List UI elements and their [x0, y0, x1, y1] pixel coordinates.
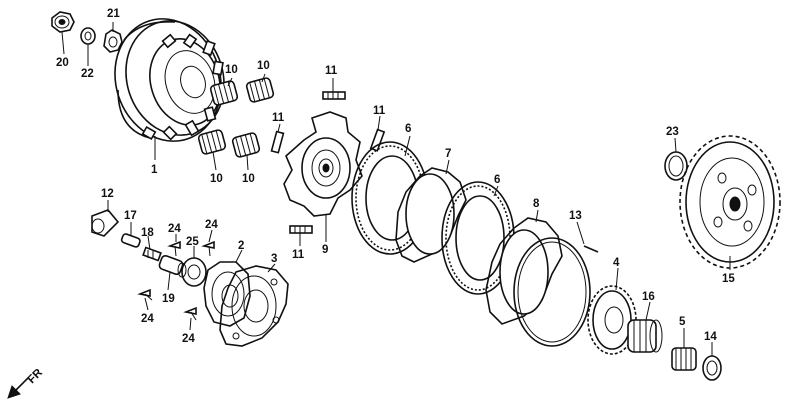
part-15-driven-gear	[679, 135, 781, 269]
callout-2: 2	[238, 240, 244, 252]
callout-5: 5	[679, 316, 686, 328]
callout-10a: 10	[225, 64, 238, 76]
callout-22: 22	[81, 68, 94, 80]
callout-21: 21	[107, 8, 120, 20]
part-11-small-springs	[270, 91, 386, 234]
part-9-clutch-center	[283, 111, 363, 217]
callout-10b: 10	[257, 60, 270, 72]
callout-7: 7	[445, 148, 451, 160]
callout-17: 17	[124, 210, 137, 222]
part-12-lifter	[91, 204, 120, 237]
callout-11a: 11	[325, 65, 338, 77]
callout-25: 25	[186, 236, 199, 248]
part-8-clutch-plate	[485, 217, 563, 325]
callout-11b: 11	[272, 112, 285, 124]
callout-1: 1	[151, 164, 158, 176]
part-13-circlip	[513, 237, 599, 347]
callout-6a: 6	[405, 123, 411, 135]
part-14-washer	[702, 355, 722, 381]
part-1-clutch-outer	[114, 18, 225, 142]
callout-24d: 24	[182, 333, 195, 345]
callout-20: 20	[56, 57, 69, 69]
callout-23: 23	[666, 126, 679, 138]
arrow-icon	[7, 377, 29, 399]
callout-labels: 20 21 22 1 10 10 10 10 11 11 11 11 9 6 7…	[56, 8, 735, 345]
part-20-nut	[51, 11, 75, 33]
callout-11c: 11	[373, 105, 386, 117]
front-direction-indicator: FR	[7, 366, 46, 399]
direction-label: FR	[26, 366, 46, 386]
callout-10c: 10	[210, 173, 223, 185]
part-17-rod	[120, 233, 141, 248]
callout-16: 16	[642, 291, 655, 303]
callout-8: 8	[533, 198, 540, 210]
callout-14: 14	[704, 331, 717, 343]
callout-24c: 24	[141, 313, 154, 325]
part-16-collar	[627, 319, 663, 353]
callout-11d: 11	[292, 249, 305, 261]
callout-4: 4	[613, 257, 620, 269]
callout-9: 9	[322, 244, 328, 256]
callout-12: 12	[101, 188, 114, 200]
callout-24b: 24	[205, 219, 218, 231]
part-2-lifter-plate	[203, 261, 251, 327]
leader-lines	[61, 22, 731, 356]
callout-24a: 24	[168, 223, 181, 235]
part-19-shaft	[158, 254, 187, 278]
part-22-washer	[80, 27, 96, 45]
part-23-snap-ring	[664, 151, 688, 181]
part-3-pressure-plate	[219, 265, 289, 347]
part-18-spring	[142, 246, 162, 262]
callout-19: 19	[162, 293, 175, 305]
callout-18: 18	[141, 227, 154, 239]
callout-6b: 6	[494, 174, 500, 186]
callout-15: 15	[722, 273, 735, 285]
callout-10d: 10	[242, 173, 255, 185]
callout-13: 13	[569, 210, 582, 222]
part-5-needle-bearing	[671, 347, 697, 371]
part-10-springs	[197, 77, 275, 158]
part-24-screws	[137, 240, 215, 321]
callout-3: 3	[271, 253, 277, 265]
